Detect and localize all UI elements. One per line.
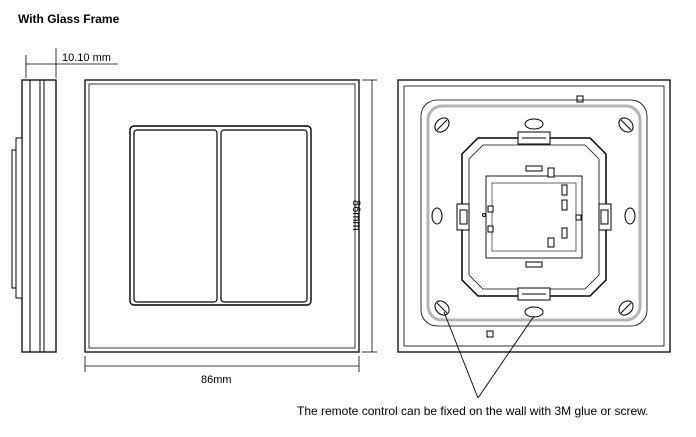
screw-slot-bottom-right bbox=[618, 300, 634, 316]
screw-slot-top-left bbox=[434, 117, 450, 133]
screw-slot-bottom-left bbox=[434, 300, 450, 316]
mounting-caption: The remote control can be fixed on the w… bbox=[297, 404, 649, 418]
front-view bbox=[84, 79, 360, 353]
depth-dimension-label: 10.10 mm bbox=[62, 52, 111, 64]
screw-hole-bottom bbox=[524, 306, 544, 318]
screw-slot-top-right bbox=[618, 117, 634, 133]
width-dimension bbox=[84, 356, 360, 372]
screw-hole-left bbox=[431, 207, 443, 225]
width-dimension-label: 86mm bbox=[201, 374, 232, 386]
section-heading: With Glass Frame bbox=[18, 12, 120, 26]
height-dimension-label: 86mm bbox=[350, 200, 362, 231]
screw-hole-top bbox=[524, 118, 544, 130]
leader-lines bbox=[443, 311, 535, 399]
height-dimension bbox=[362, 79, 377, 353]
back-view bbox=[397, 79, 671, 353]
side-view bbox=[11, 48, 118, 353]
screw-hole-right bbox=[624, 207, 636, 225]
